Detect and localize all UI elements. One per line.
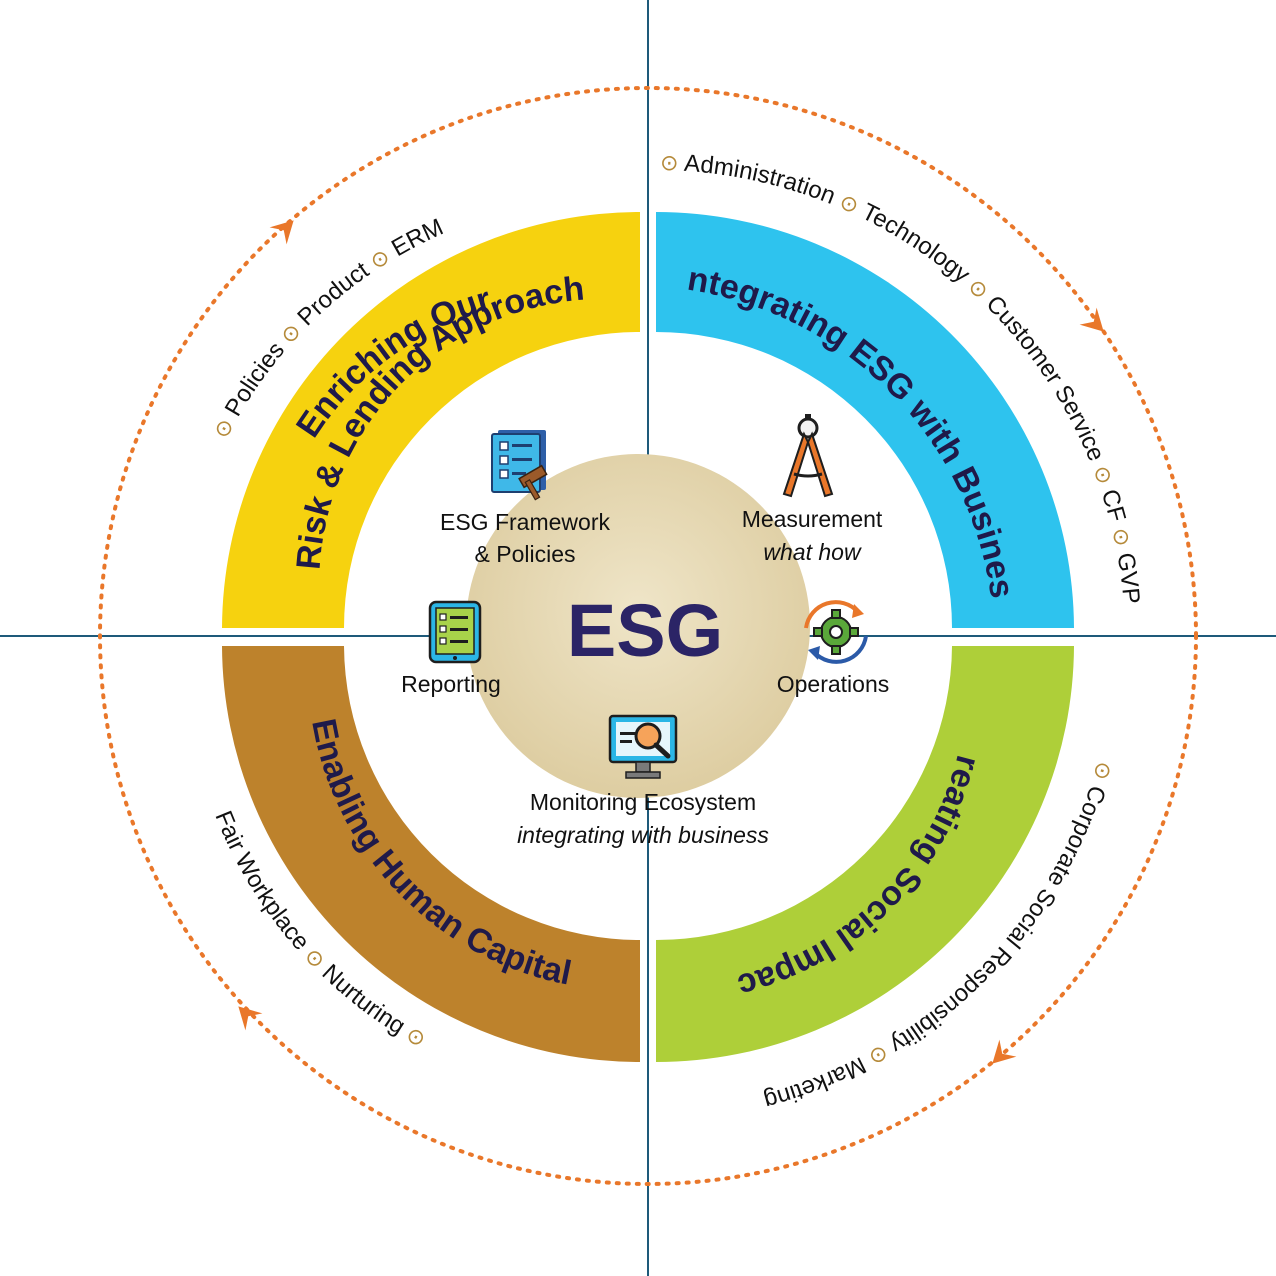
framework-label-line1: ESG Framework — [440, 509, 610, 535]
arc-risk-lending — [222, 211, 640, 628]
reporting-label: Reporting — [401, 671, 501, 697]
bullet-icon: ⊙ — [835, 189, 862, 219]
bullet-icon: ⊙ — [366, 244, 395, 275]
arrow-icon-top-left — [269, 220, 294, 245]
monitor-magnifier-icon — [608, 714, 678, 779]
bullet-icon: ⊙ — [963, 274, 993, 305]
arc-integrating-business — [656, 211, 1074, 628]
bullet-icon: ⊙ — [864, 1039, 892, 1070]
arrow-icon-bottom-left — [238, 1006, 263, 1031]
monitoring-label: Monitoring Ecosystem — [530, 789, 756, 815]
measurement-sublabel: what how — [763, 539, 862, 565]
center-disc — [466, 454, 810, 798]
monitoring-sublabel: integrating with business — [517, 822, 769, 848]
tablet-checklist-icon — [428, 600, 482, 664]
bullet-icon: ⊙ — [209, 415, 240, 443]
measurement-label: Measurement — [742, 506, 883, 532]
dotted-outer-ring — [98, 86, 1198, 1186]
bullet-icon: ⊙ — [660, 151, 679, 177]
arc-social-impact — [656, 646, 1074, 1062]
framework-label-line2: & Policies — [475, 541, 576, 567]
checklist-document-gavel-icon — [491, 430, 548, 501]
bullet-icon: ⊙ — [299, 943, 330, 974]
bullet-icon: ⊙ — [276, 319, 307, 350]
arc-human-capital — [222, 646, 640, 1062]
operations-label: Operations — [777, 671, 890, 697]
arc-title-social: Creating Social Impact — [0, 0, 987, 1005]
bullet-icon: ⊙ — [1087, 758, 1116, 783]
bullet-icon: ⊙ — [1106, 526, 1134, 549]
bullet-icon: ⊙ — [1087, 462, 1117, 488]
drafting-compass-icon — [782, 414, 834, 498]
arrow-icon-top-right — [1079, 307, 1104, 332]
bullet-icon: ⊙ — [401, 1022, 429, 1053]
gear-cycle-icon — [804, 600, 868, 664]
center-title: ESG — [567, 589, 723, 672]
arrow-icon-bottom-right — [992, 1039, 1017, 1064]
